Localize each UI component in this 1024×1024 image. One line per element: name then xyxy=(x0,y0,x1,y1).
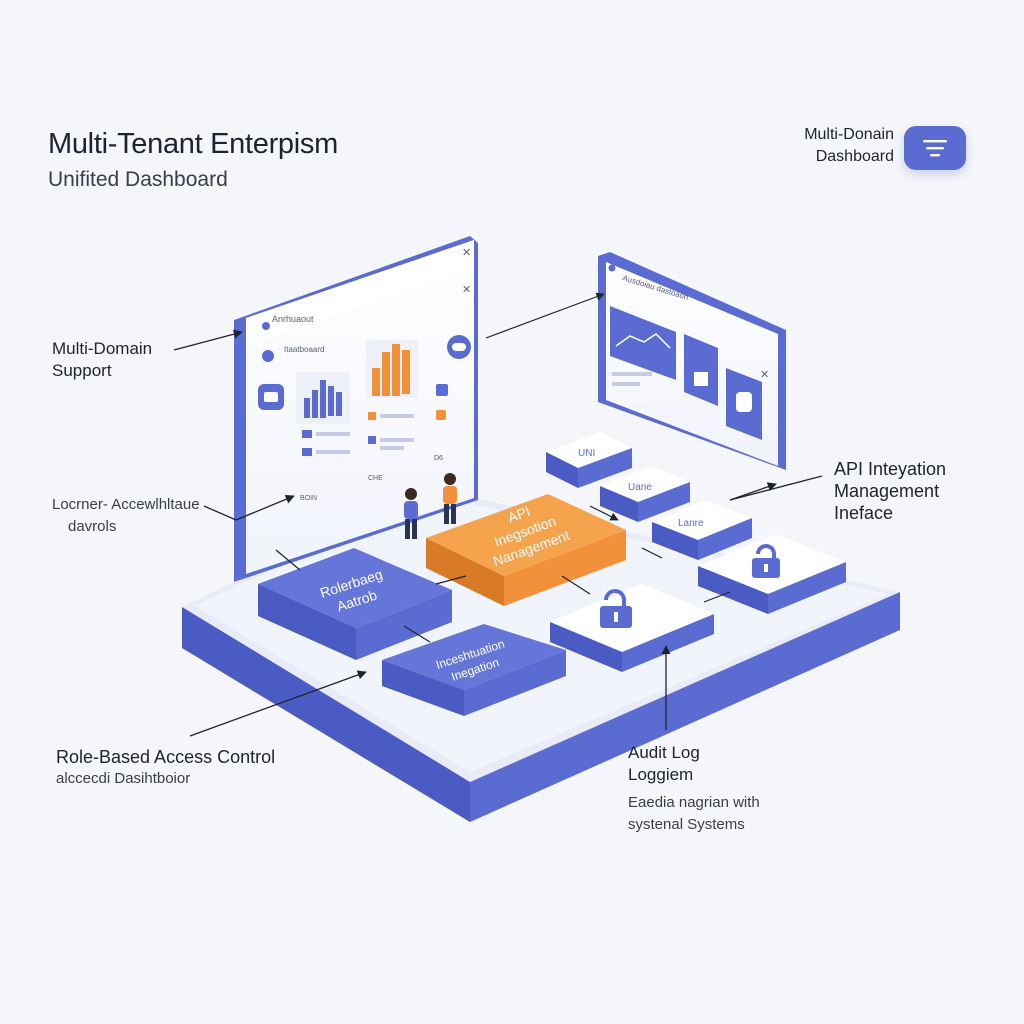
lock-icon xyxy=(600,589,632,628)
callout-multi-domain-line1: Multi-Domain xyxy=(52,339,153,358)
callout-multi-domain: Multi-Domain Support xyxy=(52,338,152,382)
tile-integration: Inceshtuation Inegation xyxy=(382,624,566,716)
left-panel-close-icon: ✕ xyxy=(462,247,471,259)
left-panel-close-icon-2: ✕ xyxy=(462,284,471,296)
callout-audit-desc2: systenal Systems xyxy=(628,816,745,833)
callout-multi-domain-line2: Support xyxy=(52,361,112,380)
callout-api-line1: API Inteyation xyxy=(834,459,947,479)
tile-api-integration: API Inegsotion Nanagement xyxy=(426,494,626,606)
left-panel-footer-1: BOIN xyxy=(300,495,317,502)
callout-audit-desc1: Eaedia nagrian with xyxy=(628,794,760,811)
callout-audit-line1: Audit Log xyxy=(628,743,700,762)
tile-lock-right xyxy=(698,534,846,614)
badge-label-line2: Dashboard xyxy=(815,148,894,165)
person-figure-blue xyxy=(404,488,418,539)
callout-api-line2: Management xyxy=(834,481,940,501)
tile-small-1: UNI xyxy=(546,432,632,488)
callout-audit: Audit Log Loggiem Eaedia nagrian with sy… xyxy=(628,742,760,836)
tile-small-1-label: UNI xyxy=(578,448,595,459)
callout-audit-line2: Loggiem xyxy=(628,765,694,784)
callout-api-line3: Ineface xyxy=(834,503,894,523)
dashboard-menu-button[interactable] xyxy=(904,126,966,170)
left-panel-footer-3: D6 xyxy=(434,455,443,462)
right-panel-chart-tile xyxy=(610,306,676,380)
callout-access-line1: Locrner- Accewlhltaue xyxy=(52,496,200,513)
tile-lock-center xyxy=(550,584,714,672)
page-subtitle: Unifited Dashboard xyxy=(48,168,228,191)
tile-role-based: Rolerbaeg Aatrob xyxy=(258,548,452,660)
tile-api-line1: API xyxy=(505,503,532,526)
page-title: Multi-Tenant Enterpism xyxy=(48,128,338,160)
person-figure-orange xyxy=(443,473,457,524)
left-panel-row-label: Itaatboaard xyxy=(284,345,324,354)
badge-label: Multi-Donain Dashboard xyxy=(770,124,894,168)
right-dashboard-panel: Ausdoiau dastoaon ✕ xyxy=(598,252,786,470)
left-dashboard-panel: ✕ ✕ Anrhuaout Itaatboaard xyxy=(234,236,478,582)
callout-api: API Inteyation Management Ineface xyxy=(834,458,946,524)
left-panel-header: Anrhuaout xyxy=(272,314,314,324)
connector-lines xyxy=(275,292,731,643)
callout-rbac: Role-Based Access Control alccecdi Dasih… xyxy=(56,746,275,790)
right-panel-close-icon: ✕ xyxy=(760,369,769,381)
callout-access: Locrner- Accewlhltaue davrols xyxy=(52,494,200,538)
callout-arrows xyxy=(173,329,823,737)
left-panel-footer-2: CHE xyxy=(368,475,383,482)
tile-small-2: Uane xyxy=(600,466,690,522)
tile-small-2-label: Uane xyxy=(628,482,652,493)
callout-rbac-line1: Role-Based Access Control xyxy=(56,747,276,767)
right-panel-doc-tile xyxy=(684,334,718,406)
tile-small-3: Lanre xyxy=(652,500,752,560)
badge-label-line1: Multi-Donain xyxy=(804,126,894,143)
menu-lines-icon xyxy=(923,140,947,157)
callout-rbac-line2: alccecdi Dasihtboior xyxy=(56,770,191,787)
lock-icon xyxy=(752,544,780,578)
callout-access-line2: davrols xyxy=(68,518,117,535)
tile-small-3-label: Lanre xyxy=(678,518,704,529)
